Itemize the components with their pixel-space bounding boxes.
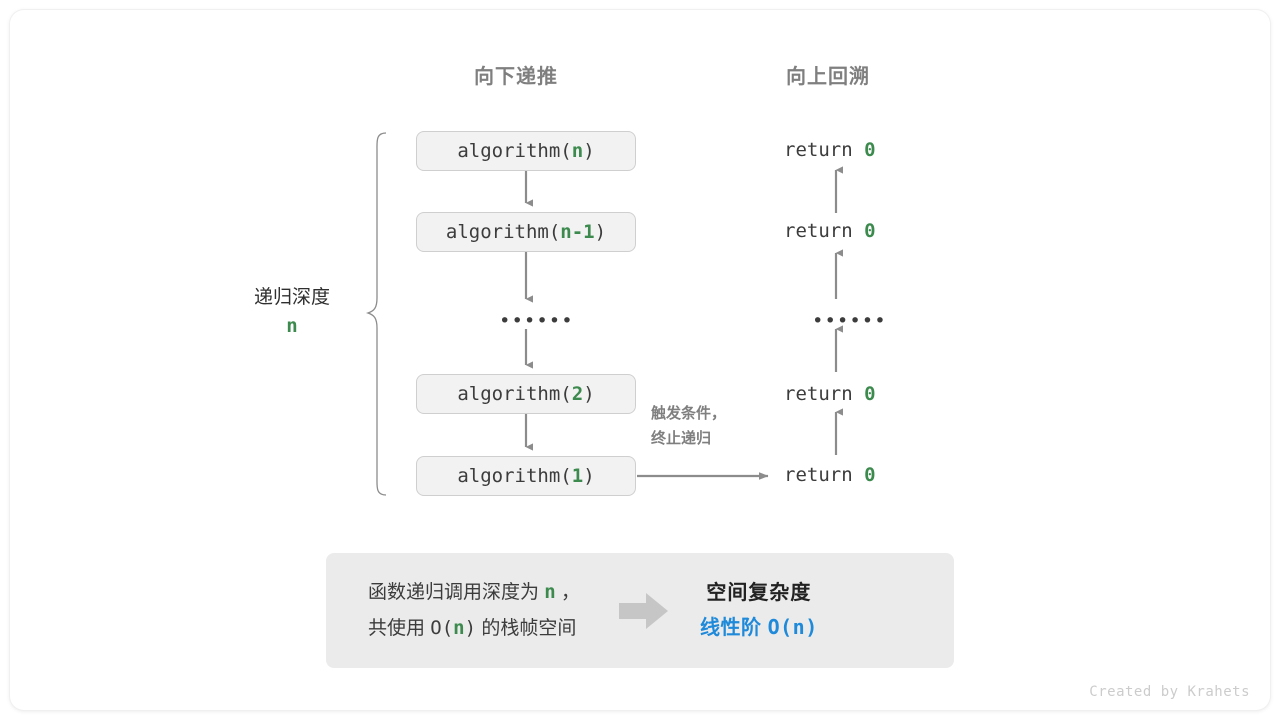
summary-line-1-b: ， bbox=[555, 582, 581, 604]
trigger-condition-line-1: 触发条件， bbox=[651, 405, 727, 422]
summary-line-1-a: 函数递归调用深度为 bbox=[368, 582, 545, 604]
summary-description: 函数递归调用深度为 n ， 共使用 O(n) 的栈帧空间 bbox=[326, 575, 580, 645]
recursion-depth-label: 递归深度 n bbox=[232, 283, 352, 342]
summary-line-2: 共使用 O(n) 的栈帧空间 bbox=[368, 611, 580, 646]
summary-panel: 函数递归调用深度为 n ， 共使用 O(n) 的栈帧空间 空间复杂度 线性阶 O… bbox=[326, 553, 954, 668]
return-label-2: return 0 bbox=[784, 220, 876, 242]
summary-line-1-n: n bbox=[544, 581, 556, 604]
trigger-condition-line-2: 终止递归 bbox=[651, 429, 712, 447]
summary-conclusion-value: 线性阶 O(n) bbox=[700, 610, 818, 645]
call-box-n-arg: n bbox=[571, 140, 584, 162]
summary-line-2-a: 共使用 bbox=[368, 617, 431, 639]
ellipsis-right: •••••• bbox=[812, 310, 887, 332]
return-label-3-keyword: return bbox=[784, 383, 865, 405]
return-label-2-value: 0 bbox=[864, 220, 876, 242]
return-label-1-keyword: return bbox=[784, 139, 865, 161]
summary-line-2-n: n bbox=[453, 616, 465, 639]
summary-implies-arrow-icon bbox=[618, 591, 670, 631]
summary-line-1: 函数递归调用深度为 n ， bbox=[368, 575, 580, 610]
summary-conclusion-value-code: O(n) bbox=[767, 615, 818, 639]
return-label-1-value: 0 bbox=[864, 139, 876, 161]
call-box-2-arg: 2 bbox=[571, 383, 584, 405]
call-box-n-suffix: ) bbox=[583, 140, 595, 162]
call-box-n-minus-1: algorithm(n-1) bbox=[416, 212, 636, 252]
summary-line-2-code-a: O( bbox=[430, 616, 454, 639]
call-box-n-prefix: algorithm( bbox=[457, 140, 572, 162]
column-header-recurse-down: 向下递推 bbox=[474, 66, 558, 88]
recursion-depth-value: n bbox=[286, 315, 298, 338]
summary-line-2-b: 的栈帧空间 bbox=[476, 617, 577, 639]
return-label-2-keyword: return bbox=[784, 220, 865, 242]
summary-conclusion: 空间复杂度 线性阶 O(n) bbox=[700, 576, 818, 645]
call-box-2-suffix: ) bbox=[583, 383, 595, 405]
summary-line-2-code-b: ) bbox=[464, 616, 477, 639]
call-box-2-prefix: algorithm( bbox=[457, 383, 572, 405]
summary-conclusion-value-label: 线性阶 bbox=[700, 617, 768, 639]
call-box-n-minus-1-arg: n-1 bbox=[560, 221, 595, 243]
call-box-1-prefix: algorithm( bbox=[457, 465, 572, 487]
return-label-4: return 0 bbox=[784, 464, 876, 486]
return-label-4-keyword: return bbox=[784, 464, 865, 486]
credit-text: Created by Krahets bbox=[1089, 684, 1250, 700]
call-box-1: algorithm(1) bbox=[416, 456, 636, 496]
ellipsis-left: •••••• bbox=[499, 310, 574, 332]
call-box-n: algorithm(n) bbox=[416, 131, 636, 171]
call-box-n-minus-1-prefix: algorithm( bbox=[445, 221, 561, 243]
return-label-3-value: 0 bbox=[864, 383, 876, 405]
call-box-n-minus-1-suffix: ) bbox=[594, 221, 607, 243]
return-label-1: return 0 bbox=[784, 139, 876, 161]
call-box-1-suffix: ) bbox=[583, 465, 595, 487]
return-label-4-value: 0 bbox=[864, 464, 876, 486]
call-box-1-arg: 1 bbox=[571, 465, 584, 487]
call-box-2: algorithm(2) bbox=[416, 374, 636, 414]
column-header-return-up: 向上回溯 bbox=[786, 66, 870, 88]
trigger-condition-note: 触发条件， 终止递归 bbox=[651, 402, 726, 452]
recursion-depth-text: 递归深度 bbox=[253, 287, 330, 308]
return-label-3: return 0 bbox=[784, 383, 876, 405]
summary-conclusion-title: 空间复杂度 bbox=[706, 582, 812, 604]
